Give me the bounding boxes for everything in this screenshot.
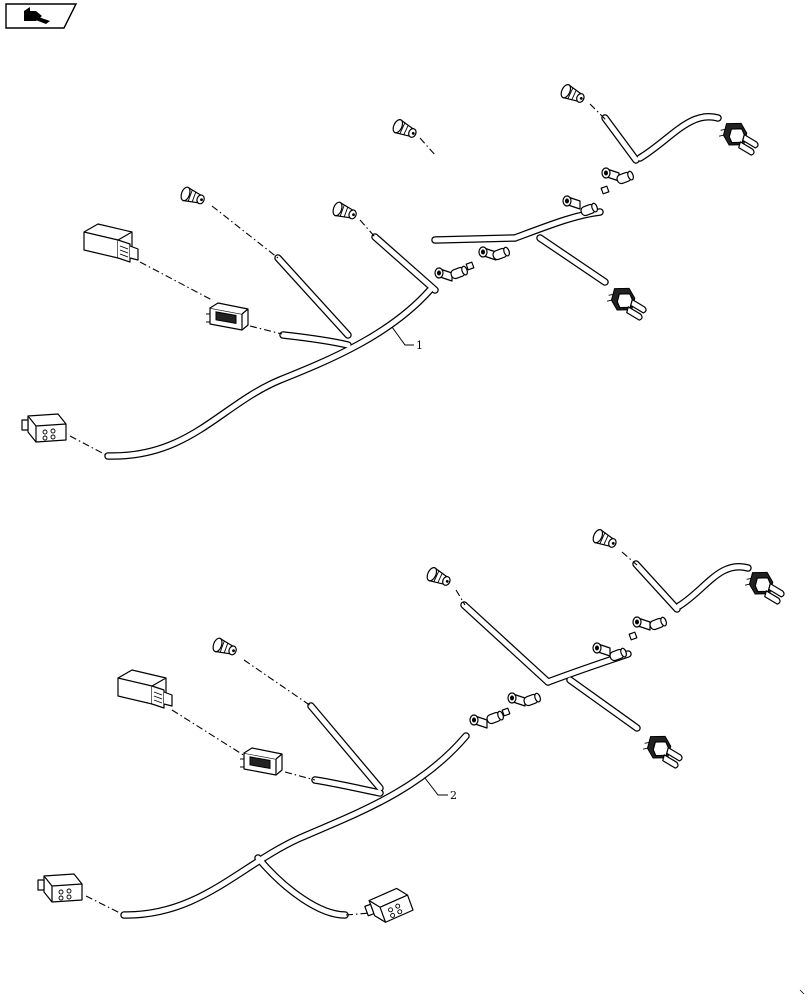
harness-1-bullet-d <box>558 82 588 107</box>
harness-2-sleeve-d <box>648 615 669 632</box>
harness-2-connectors <box>37 527 789 928</box>
harness-2-tiny-a <box>501 707 511 717</box>
harness-2-twin-plug-b <box>639 731 687 770</box>
harness-1-twin-plug-a <box>715 118 763 157</box>
harness-2-sleeve-b <box>522 691 543 708</box>
harness-2-clip-d <box>632 616 651 631</box>
harness-2-socket <box>239 747 283 776</box>
harness-1-bullet-b <box>330 200 359 223</box>
corner-mark <box>799 989 805 995</box>
back-arrow-icon[interactable] <box>5 3 78 29</box>
harness-1-bullet-a <box>178 185 207 208</box>
harness-1-tiny-b <box>600 185 610 195</box>
harness-2-end-plug <box>37 873 83 903</box>
harness-2-clip-a <box>469 714 488 729</box>
callout-2: 2 <box>424 777 457 802</box>
callout-2-label: 2 <box>450 789 457 802</box>
harness-1-clip-c <box>562 195 581 210</box>
harness-2-rect-plug <box>117 669 173 709</box>
harness-1-sleeve-a <box>449 264 470 281</box>
harness-2-sleeve-c <box>608 646 629 663</box>
harness-2: 2 <box>37 527 789 928</box>
harness-2-sleeve-a <box>485 709 506 726</box>
callout-1: 1 <box>391 326 423 352</box>
harness-2-dash-lines <box>85 551 638 916</box>
harness-1-socket <box>205 302 249 331</box>
harness-2-end-plug-b <box>362 885 415 928</box>
harness-2-clip-b <box>507 692 526 707</box>
harness-2-bullet-c <box>590 527 620 552</box>
harness-1-bullet-c <box>390 117 420 142</box>
harness-1: 1 <box>21 82 763 460</box>
harness-1-tiny-a <box>465 261 475 271</box>
harness-2-twin-plug-a <box>741 567 789 606</box>
harness-1-twin-plug-b <box>603 283 651 322</box>
harness-1-end-plug <box>21 413 67 443</box>
harness-2-bullet-a <box>210 636 239 659</box>
callout-1-label: 1 <box>416 339 423 352</box>
harness-1-rect-plug <box>83 223 139 263</box>
harness-1-sleeve-b <box>491 245 512 262</box>
harness-2-bullet-b <box>424 565 454 590</box>
harness-1-wires <box>104 112 722 460</box>
harness-2-clip-c <box>592 642 611 657</box>
harness-1-clip-a <box>434 267 453 282</box>
harness-2-tiny-b <box>628 631 638 641</box>
harness-1-dash-lines <box>69 103 607 456</box>
harness-1-connectors <box>21 82 763 443</box>
